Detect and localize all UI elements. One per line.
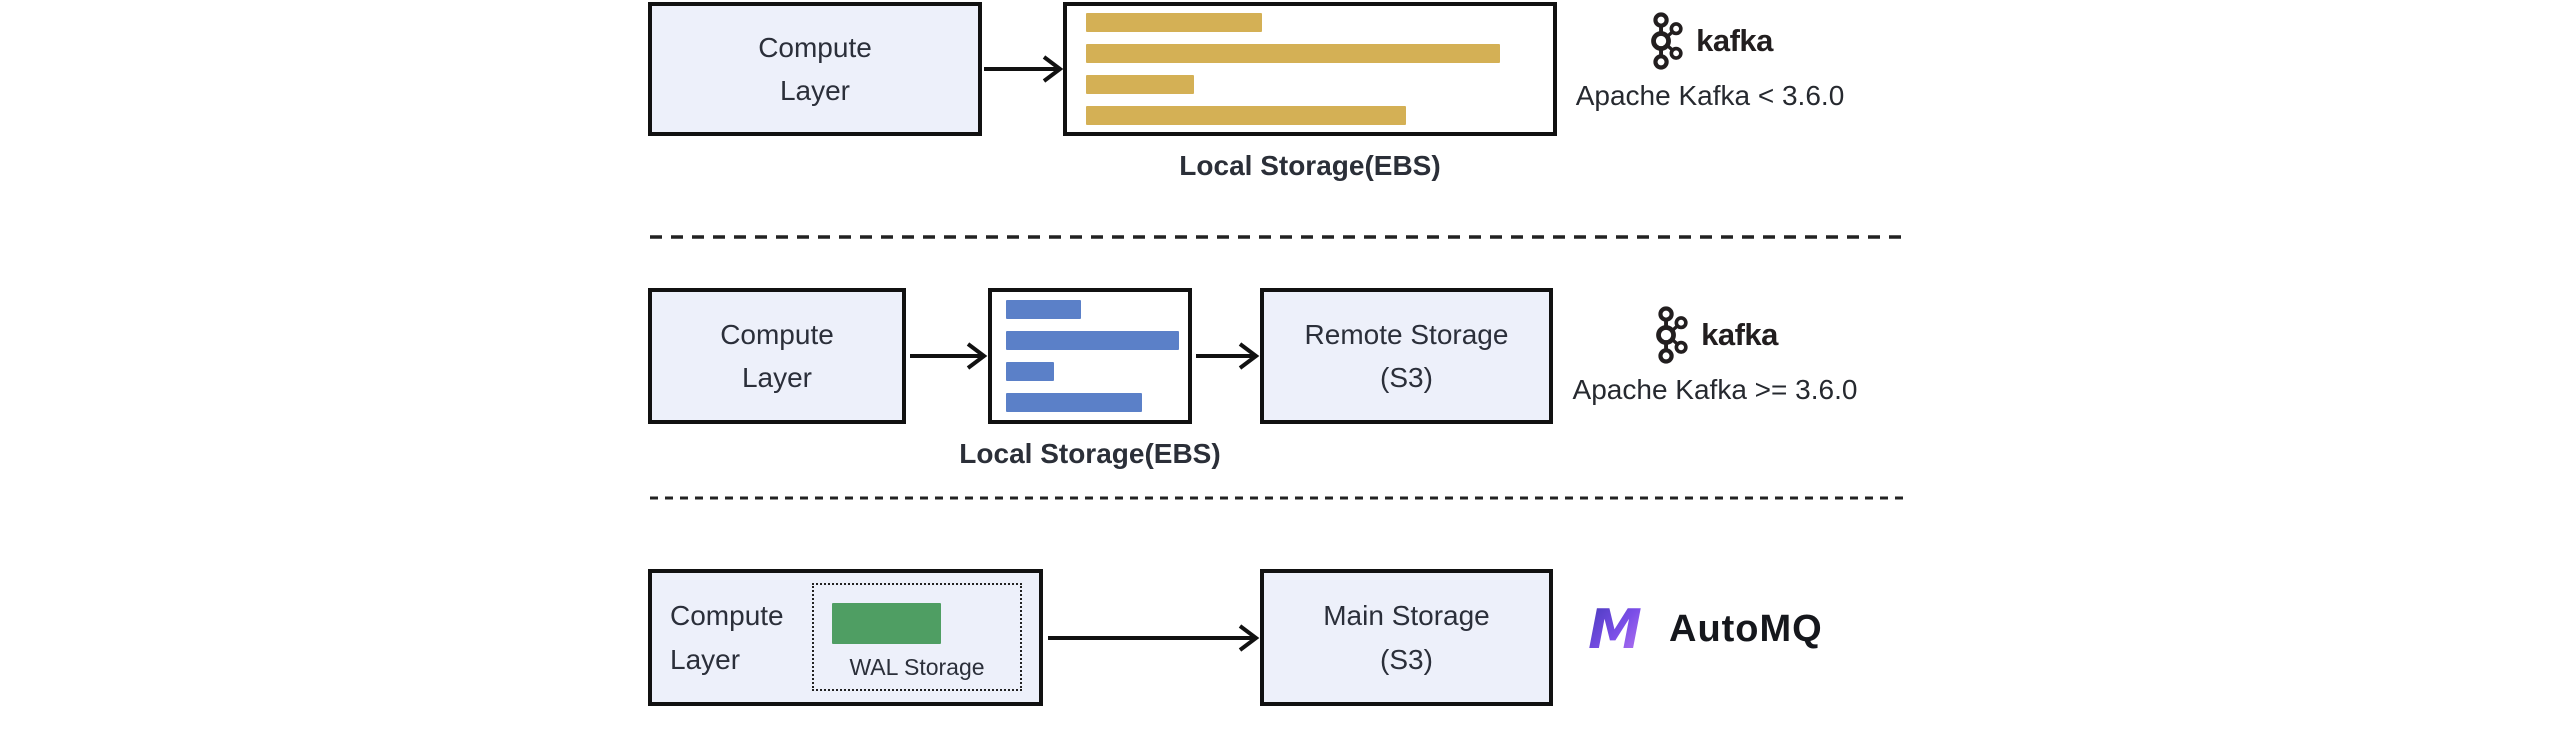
kafka-logo: kafka	[1652, 306, 1778, 364]
storage-bar	[1086, 75, 1194, 94]
kafka-wordmark: kafka	[1701, 317, 1778, 352]
storage-bar	[1006, 393, 1142, 412]
storage-bar	[1086, 44, 1500, 63]
storage-bar	[832, 603, 941, 644]
compute-layer-label: Layer	[779, 75, 851, 106]
compute-layer-box-kafka-new: Compute Layer	[648, 288, 906, 424]
compute-layer-box-kafka-old: Compute Layer	[648, 2, 982, 136]
main-storage-label: (S3)	[1380, 643, 1433, 675]
local-storage-ebs-label: Local Storage(EBS)	[959, 438, 1221, 469]
arrow-compute-to-local-storage	[910, 342, 988, 370]
arrow-local-to-remote-storage	[1196, 342, 1260, 370]
storage-bar	[1086, 13, 1262, 32]
brand-kafka-new: kafka Apache Kafka >= 3.6.0	[1560, 306, 1870, 406]
local-storage-ebs-box-kafka-old	[1063, 2, 1557, 136]
kafka-wordmark: kafka	[1696, 23, 1773, 58]
storage-bar	[1006, 331, 1179, 350]
wal-storage-bar-wrap	[832, 603, 941, 644]
brand-automq: M AutoMQ	[1585, 600, 1823, 658]
kafka-logo: kafka	[1647, 12, 1773, 70]
wal-storage-dotted-box: WAL Storage	[812, 583, 1022, 691]
compute-layer-label: Layer	[741, 362, 813, 393]
storage-bar	[1006, 300, 1081, 319]
automq-icon: M	[1588, 600, 1642, 658]
compute-layer-label: Layer	[670, 643, 741, 675]
remote-storage-s3-box: Remote Storage (S3)	[1260, 288, 1553, 424]
brand-kafka-old: kafka Apache Kafka < 3.6.0	[1555, 12, 1865, 112]
wal-storage-label: WAL Storage	[849, 654, 985, 680]
main-storage-s3-box: Main Storage (S3)	[1260, 569, 1553, 706]
kafka-version-caption: Apache Kafka >= 3.6.0	[1572, 374, 1858, 405]
automq-wordmark: AutoMQ	[1669, 607, 1823, 650]
remote-storage-label: Remote Storage	[1304, 318, 1509, 350]
compute-layer-label: Compute	[720, 318, 834, 350]
storage-bar	[1006, 362, 1054, 381]
remote-storage-label: (S3)	[1380, 362, 1433, 393]
compute-layer-label: Compute	[670, 600, 784, 632]
local-storage-ebs-label: Local Storage(EBS)	[1179, 150, 1441, 181]
dashed-separator-1	[650, 235, 1906, 239]
arrow-compute-to-main-storage	[1048, 624, 1260, 652]
main-storage-label: Main Storage	[1323, 600, 1490, 632]
local-storage-ebs-box-kafka-new	[988, 288, 1192, 424]
arrow-compute-to-local-storage	[984, 55, 1064, 83]
dashed-separator-2	[650, 496, 1906, 500]
kafka-version-caption: Apache Kafka < 3.6.0	[1575, 80, 1845, 111]
compute-layer-label: Compute	[758, 31, 872, 63]
svg-text:M: M	[1588, 600, 1642, 658]
storage-bar	[1086, 106, 1406, 125]
kafka-icon	[1651, 12, 1683, 70]
kafka-icon	[1656, 306, 1688, 364]
automq-logo: M AutoMQ	[1585, 600, 1823, 658]
